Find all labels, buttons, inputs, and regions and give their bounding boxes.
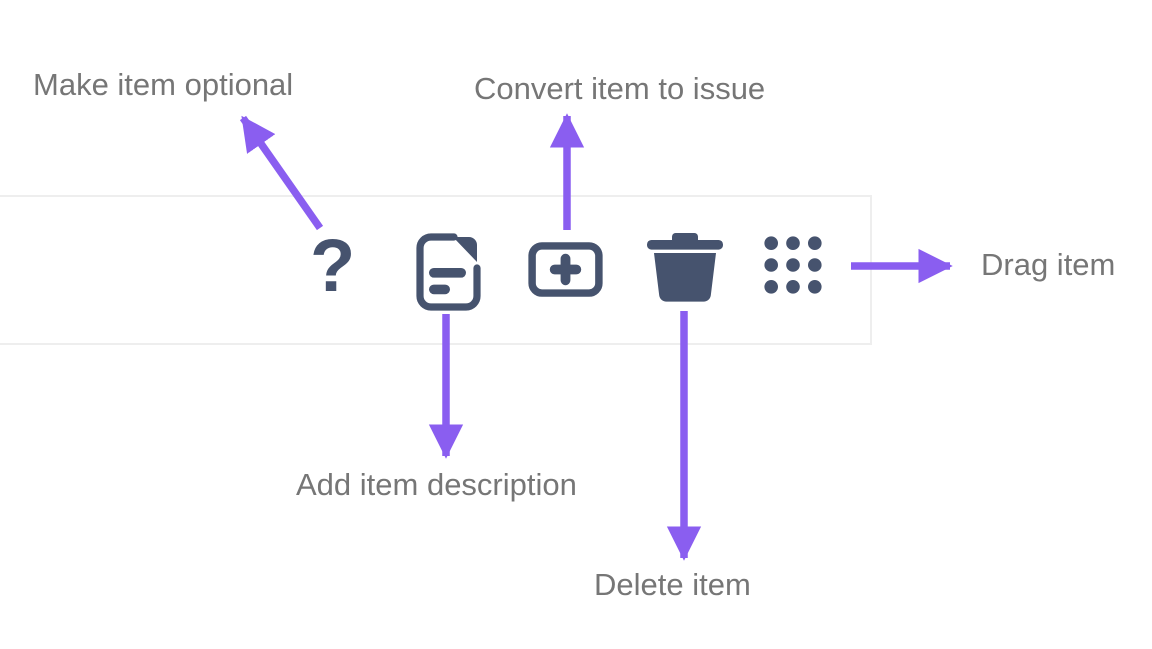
drag-item-label: Drag item [981, 247, 1116, 282]
convert-item-to-issue-label: Convert item to issue [474, 71, 766, 106]
add-item-description-label: Add item description [296, 467, 577, 502]
convert-to-issue-button[interactable] [528, 242, 603, 297]
delete-item-label: Delete item [594, 567, 751, 602]
plus-box-icon [528, 242, 603, 297]
question-mark-icon: ? [310, 224, 356, 307]
delete-button[interactable] [647, 233, 723, 303]
make-optional-button[interactable]: ? [310, 229, 355, 303]
add-description-button[interactable] [414, 233, 482, 311]
document-text-icon [416, 233, 481, 311]
checklist-item-toolbar: ? [0, 195, 872, 345]
make-item-optional-label: Make item optional [33, 67, 294, 102]
drag-handle[interactable] [764, 236, 822, 294]
trash-icon [647, 233, 723, 302]
grid-dots-icon [764, 236, 822, 294]
